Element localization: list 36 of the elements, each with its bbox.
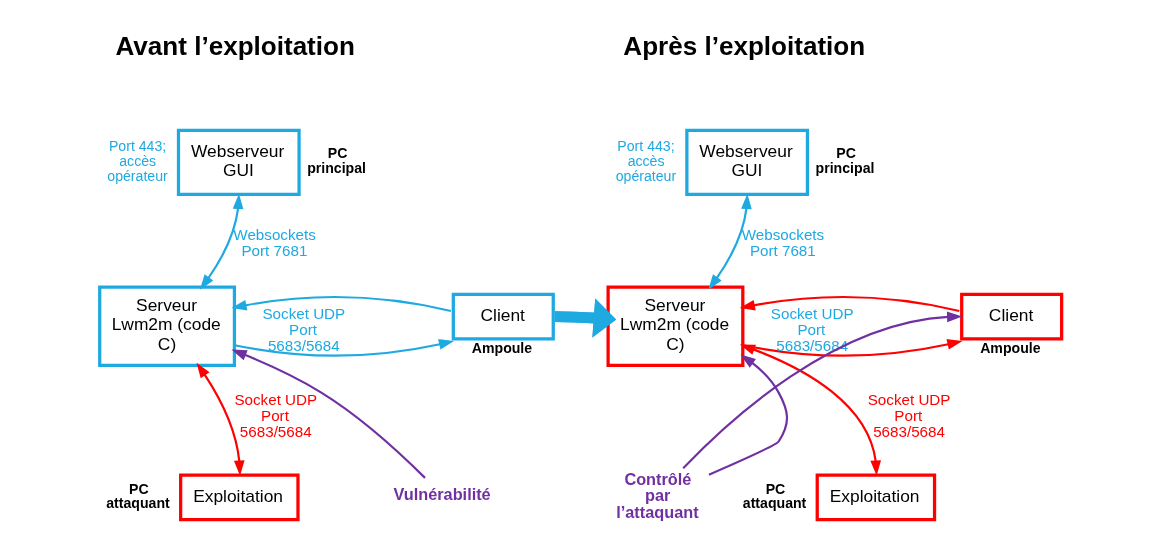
arrow (708, 354, 788, 476)
node-box: Serveur Lwm2m (code C) (606, 285, 745, 368)
node-text: Vulnérabilité (393, 485, 491, 504)
node-text: Contrôlé par l’attaquant (616, 469, 699, 521)
node-box: Webserveur GUI (685, 128, 810, 196)
arrow (231, 295, 452, 313)
arrow (739, 344, 881, 476)
arrow (682, 311, 963, 469)
node-label: Ampoule (471, 339, 533, 356)
arrow (739, 295, 960, 313)
node-label: Ampoule (980, 339, 1041, 356)
arrow (199, 193, 244, 290)
label: Après l’exploitation (623, 30, 866, 61)
arrow (554, 298, 617, 338)
label: Avant l’exploitation (115, 30, 355, 61)
arrow (234, 339, 455, 357)
node-box: Client (451, 292, 555, 341)
node-box: Exploitation (179, 473, 300, 522)
node-label: PC attaquant (742, 480, 807, 511)
edge-label: Websockets Port 7681 (233, 225, 316, 259)
edge-label: Socket UDP Port 5683/5684 (262, 304, 346, 355)
node-label: PC attaquant (106, 480, 170, 511)
arrow (708, 193, 752, 290)
node-box: Serveur Lwm2m (code C) (98, 285, 237, 368)
node-box: Webserveur GUI (176, 128, 301, 196)
edge-label: Websockets Port 7681 (741, 225, 825, 259)
node-label: PC principal (307, 145, 367, 176)
arrow (196, 362, 245, 476)
edge-label: Socket UDP Port 5683/5684 (867, 390, 951, 441)
edge-label: Socket UDP Port 5683/5684 (234, 390, 318, 441)
arrow (231, 349, 426, 479)
node-label: Port 443; accès opérateur (107, 137, 168, 185)
node-label: PC principal (815, 145, 875, 176)
node-label: Port 443; accès opérateur (615, 137, 677, 185)
node-box: Exploitation (815, 473, 937, 522)
node-box: Client (960, 292, 1064, 341)
